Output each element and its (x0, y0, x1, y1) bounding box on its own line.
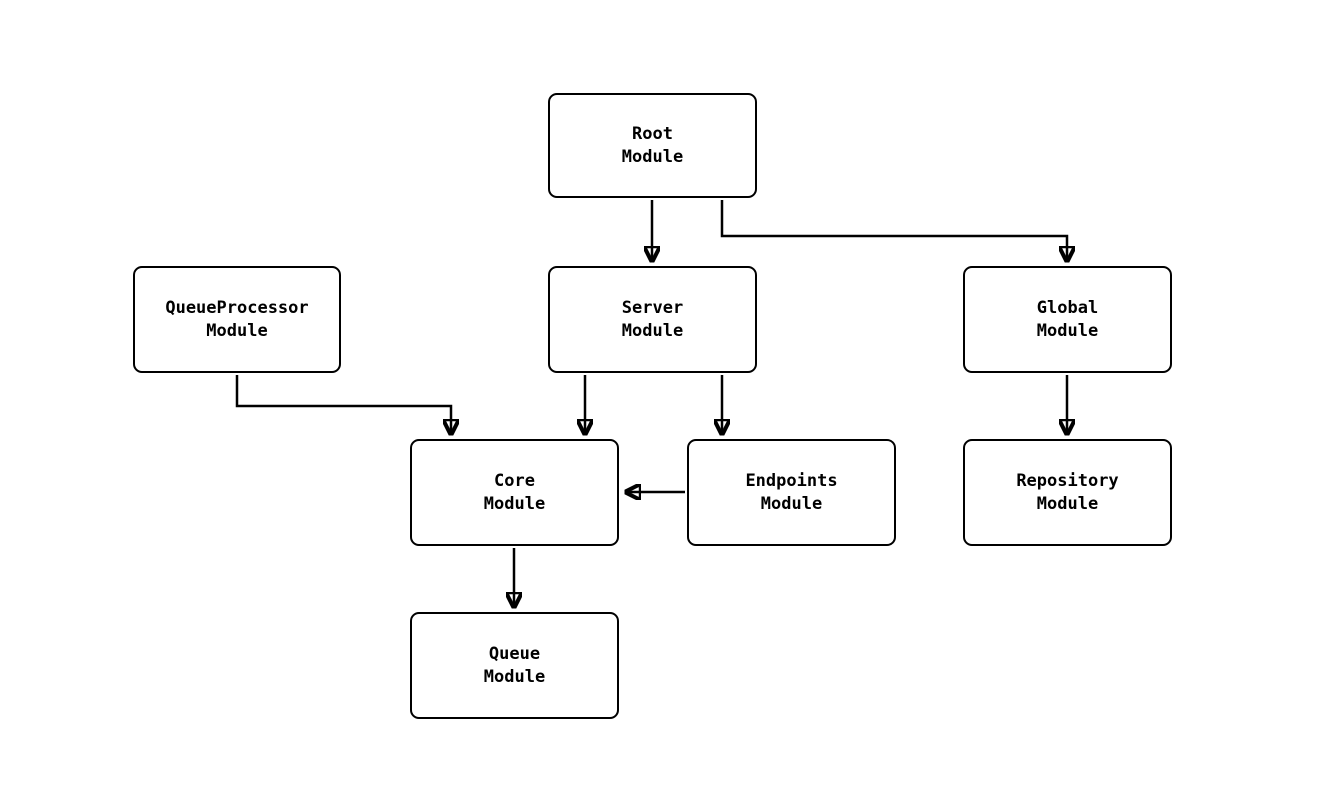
node-root-module-label: Root Module (621, 123, 684, 167)
node-endpoints-module-label: Endpoints Module (745, 470, 838, 514)
node-repository-module-label: Repository Module (1016, 470, 1119, 514)
node-queue-module: Queue Module (410, 612, 619, 719)
node-endpoints-module: Endpoints Module (687, 439, 896, 546)
node-server-module-label: Server Module (621, 297, 684, 341)
node-core-module-label: Core Module (483, 470, 546, 514)
node-server-module: Server Module (548, 266, 757, 373)
node-queue-module-label: Queue Module (483, 643, 546, 687)
node-queueprocessor-module: QueueProcessor Module (133, 266, 341, 373)
edge-root-to-global (720, 200, 1067, 260)
edge-queueprocessor-to-core (235, 375, 451, 433)
node-core-module: Core Module (410, 439, 619, 546)
node-repository-module: Repository Module (963, 439, 1172, 546)
node-global-module-label: Global Module (1036, 297, 1099, 341)
node-queueprocessor-module-label: QueueProcessor Module (165, 297, 309, 341)
node-root-module: Root Module (548, 93, 757, 198)
node-global-module: Global Module (963, 266, 1172, 373)
